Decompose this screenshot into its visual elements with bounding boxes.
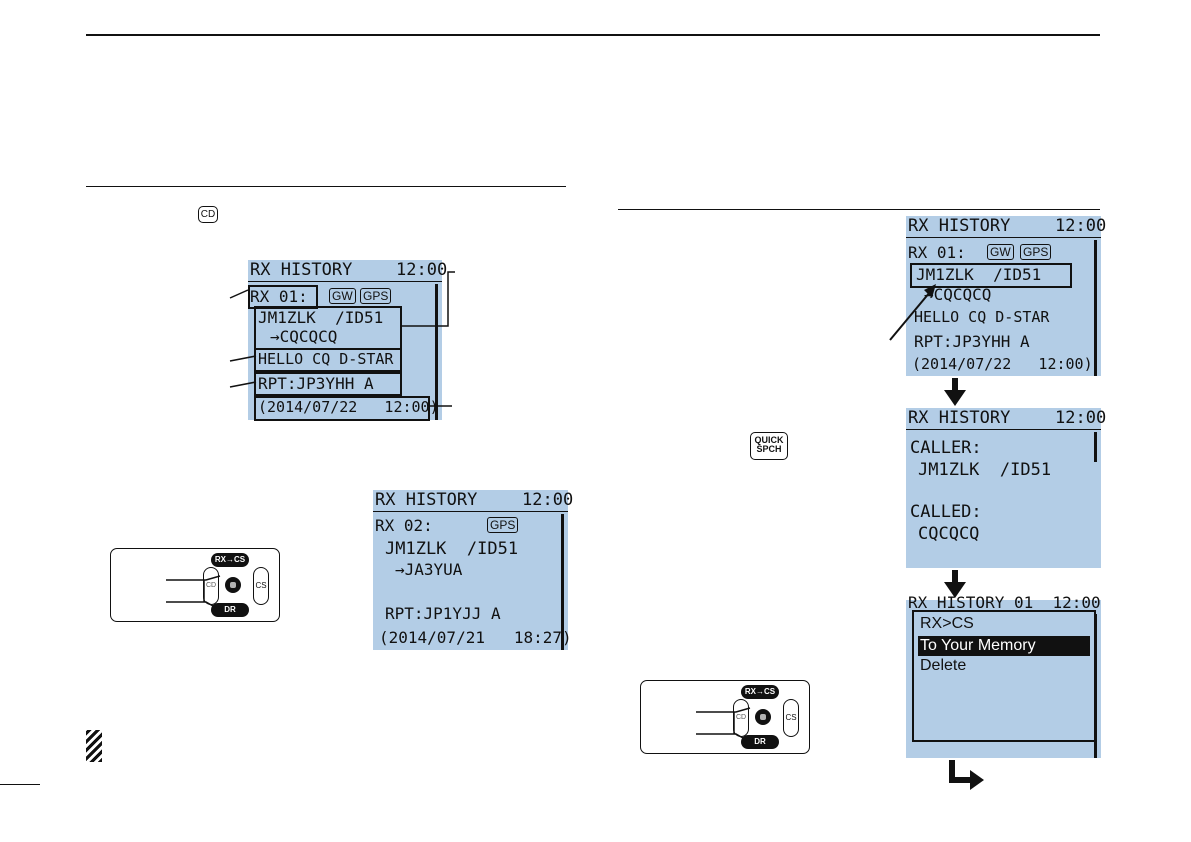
called-label: CALLED: — [910, 502, 982, 522]
down-arrow-icon — [944, 570, 966, 598]
rx-entry-number: RX 01: — [908, 243, 966, 262]
controller-leader-lines-right — [696, 707, 751, 743]
called-callsign: →CQCQCQ — [924, 285, 992, 304]
gps-badge: GPS — [487, 517, 519, 533]
screen-title: RX HISTORY — [375, 490, 478, 510]
controller-leader-lines-left — [166, 575, 221, 611]
dr-key: DR — [741, 735, 779, 749]
datetime-text: (2014/07/21 18:27) — [379, 628, 572, 647]
highlight-entry — [248, 285, 318, 309]
rx-history-screen-2: RX HISTORY 12:00 RX 02: GPS JM1ZLK /ID51… — [373, 490, 573, 650]
scrollbar — [1094, 240, 1097, 376]
scrollbar — [561, 514, 564, 650]
menu-item-to-your-memory[interactable]: To Your Memory — [918, 636, 1090, 656]
rx-entry-number: RX 02: — [375, 516, 433, 535]
gps-badge: GPS — [1020, 244, 1052, 260]
datetime-text: (2014/07/22 12:00) — [258, 398, 439, 416]
rx-cs-key: RX→CS — [741, 685, 779, 699]
section-rule-right — [618, 209, 1100, 210]
highlight-repeater — [254, 372, 402, 396]
highlight-message — [254, 348, 402, 372]
rx-history-detail-screen: RX HISTORY 12:00 CALLER: JM1ZLK /ID51 CA… — [906, 408, 1106, 568]
down-arrow-icon — [944, 378, 966, 406]
quick-spch-key-icon: QUICK SPCH — [750, 432, 788, 460]
screen-title: RX HISTORY — [908, 216, 1011, 236]
screen-title: RX HISTORY — [250, 260, 353, 280]
pointer-arrow — [889, 284, 936, 341]
cd-key-icon: CD — [198, 206, 218, 223]
highlight-caller — [910, 263, 1072, 288]
repeater-text: RPT:JP3YHH A — [914, 332, 1030, 351]
caller-callsign: JM1ZLK /ID51 — [918, 460, 1052, 480]
repeater-text: RPT:JP3YHH A — [258, 374, 374, 393]
called-callsign: →JA3YUA — [395, 560, 463, 579]
rx-cs-key: RX→CS — [211, 553, 249, 567]
message-text: HELLO CQ D-STAR — [914, 308, 1050, 326]
screen-time: 12:00 — [1055, 408, 1107, 428]
rx-history-screen-3: RX HISTORY 12:00 RX 01: GW GPS JM1ZLK /I… — [906, 216, 1106, 376]
rx-entry-number: RX 01: — [250, 287, 308, 306]
highlight-datetime — [254, 396, 430, 421]
rx-history-screen-1: RX HISTORY 12:00 RX 01: GW GPS JM1ZLK /I… — [248, 260, 447, 421]
menu-item-rx-cs[interactable]: RX>CS — [920, 615, 974, 632]
dr-key: DR — [211, 603, 249, 617]
gw-badge: GW — [329, 288, 356, 304]
footer-rule — [0, 784, 40, 785]
context-menu: RX>CS To Your Memory Delete — [912, 610, 1096, 742]
scrollbar — [435, 284, 438, 420]
header-rule — [86, 34, 1100, 36]
annotation-lines — [229, 271, 455, 407]
cs-key: CS — [783, 699, 799, 737]
section-rule-left — [86, 186, 566, 187]
screen-title: RX HISTORY — [908, 408, 1011, 428]
jog-controller-diagram-left: RX→CS DR CD CS — [110, 548, 280, 622]
scrollbar — [1094, 432, 1097, 462]
datetime-text: (2014/07/22 12:00) — [912, 355, 1093, 373]
screen-time: 12:00 — [396, 260, 448, 280]
repeater-text: RPT:JP1YJJ A — [385, 604, 501, 623]
called-callsign: CQCQCQ — [918, 524, 980, 544]
caller-callsign: JM1ZLK /ID51 — [916, 265, 1042, 284]
screen-title-partial: RX HISTORY 01 12:00 — [908, 593, 1101, 612]
jog-dial-icon — [755, 709, 771, 725]
caller-label: CALLER: — [910, 438, 982, 458]
next-step-arrow-icon — [949, 760, 984, 790]
menu-item-delete[interactable]: Delete — [920, 657, 967, 674]
cs-key: CS — [253, 567, 269, 605]
rx-history-menu-screen: RX HISTORY 01 12:00 RX>CS To Your Memory… — [906, 593, 1101, 758]
called-callsign: →CQCQCQ — [270, 327, 338, 346]
jog-controller-diagram-right: RX→CS DR CD CS — [640, 680, 810, 754]
screen-time: 12:00 — [1055, 216, 1107, 236]
gw-badge: GW — [987, 244, 1014, 260]
jog-dial-icon — [225, 577, 241, 593]
screen-time: 12:00 — [522, 490, 574, 510]
message-text: HELLO CQ D-STAR — [258, 350, 394, 368]
gps-badge: GPS — [360, 288, 392, 304]
caller-callsign: JM1ZLK /ID51 — [385, 539, 519, 559]
caller-callsign: JM1ZLK /ID51 — [258, 308, 384, 327]
note-icon — [86, 730, 102, 762]
